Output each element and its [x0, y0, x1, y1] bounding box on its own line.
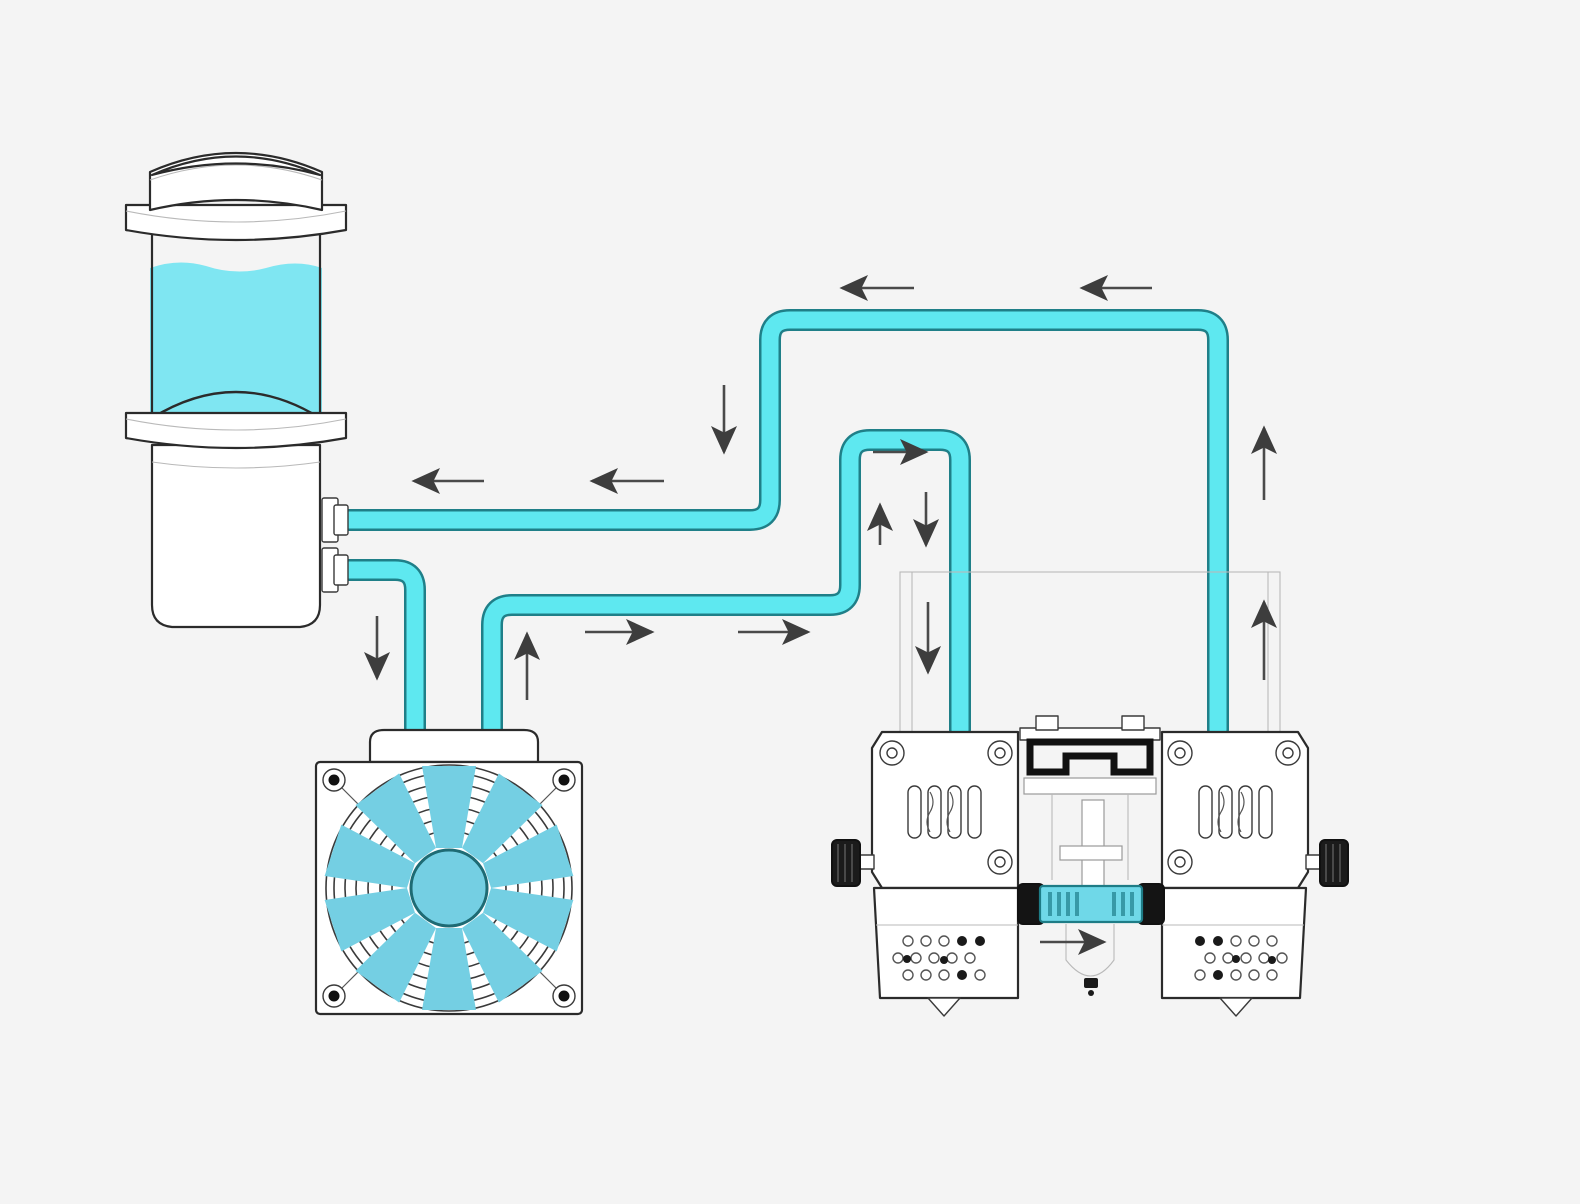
tube-upper-return	[334, 309, 1229, 741]
flow-arrows	[364, 275, 1277, 955]
hotend-center-carriage	[1019, 715, 1161, 887]
reservoir-lower-barrel	[150, 443, 322, 629]
fan-hub	[409, 848, 489, 928]
reservoir-glass-tube	[150, 222, 322, 418]
radiator-assembly[interactable]	[314, 728, 584, 1016]
left-adjust-knob[interactable]	[831, 839, 875, 887]
right-fan-module[interactable]	[1160, 730, 1349, 1017]
right-perforations	[1194, 935, 1288, 981]
left-heater-block	[872, 886, 1020, 1000]
radiator-top-manifold	[368, 728, 540, 764]
right-nozzle-marker	[1219, 997, 1253, 1017]
hotend-assembly[interactable]	[831, 571, 1349, 1017]
tube-radiator-to-hotend	[481, 429, 971, 753]
reservoir-upper-port[interactable]	[321, 497, 349, 543]
left-module-screws[interactable]	[879, 740, 1013, 875]
right-adjust-knob[interactable]	[1305, 839, 1349, 887]
radiator-mount-screws[interactable]	[322, 768, 576, 1008]
left-nozzle-marker	[927, 997, 961, 1017]
tube-reservoir-to-radiator	[334, 559, 426, 753]
fan-blades	[324, 766, 574, 1010]
right-module-vent-slots	[1198, 785, 1273, 839]
nozzle-tip	[1065, 924, 1115, 996]
right-module-screws[interactable]	[1167, 740, 1301, 875]
reservoir-lower-port[interactable]	[321, 547, 349, 593]
reservoir[interactable]	[124, 151, 349, 629]
left-module-vent-slots	[907, 785, 982, 839]
coolant-fill	[150, 262, 322, 415]
coolant-tubing	[334, 309, 1229, 753]
waterblock-heatsink[interactable]	[1017, 883, 1165, 925]
reservoir-cap-top	[150, 155, 322, 177]
coolant-meniscus	[151, 390, 321, 420]
right-heater-block	[1160, 886, 1308, 1000]
left-perforations	[892, 935, 986, 981]
left-fan-module[interactable]	[831, 730, 1020, 1017]
